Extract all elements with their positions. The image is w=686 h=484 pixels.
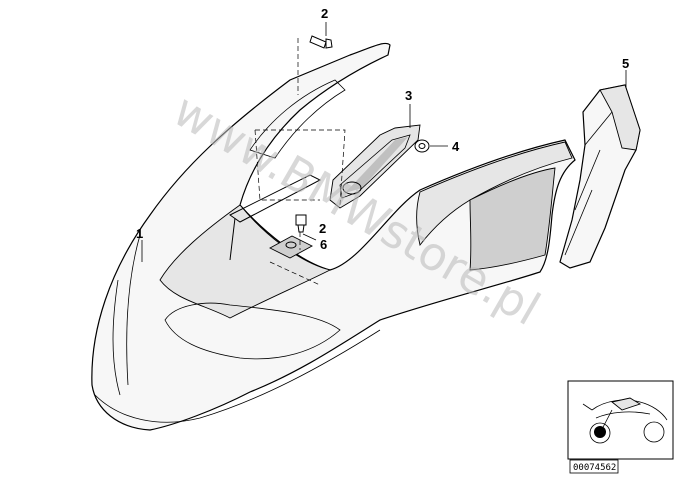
part-number: 00074562 [573,463,616,473]
screw-part-2-lower [295,214,307,233]
side-trim-part-5 [559,84,641,269]
callout-4: 4 [452,139,460,154]
clip-nut-part-6 [269,235,313,259]
callout-1: 1 [136,226,143,241]
front-fender-part-1 [91,42,576,431]
callout-3: 3 [405,88,412,103]
callout-5: 5 [622,56,629,71]
callout-2-top: 2 [321,6,328,21]
motorcycle-thumbnail [582,397,668,444]
grommet-part-4 [414,139,430,153]
location-inset: 00074562 [567,380,674,474]
callout-6: 6 [320,237,327,252]
assembly-guide-lines [254,38,346,286]
leader-lines [141,22,627,262]
callout-2-lower: 2 [319,221,326,236]
grille-cover-part-3 [329,124,421,209]
screw-part-2-top [309,35,333,49]
